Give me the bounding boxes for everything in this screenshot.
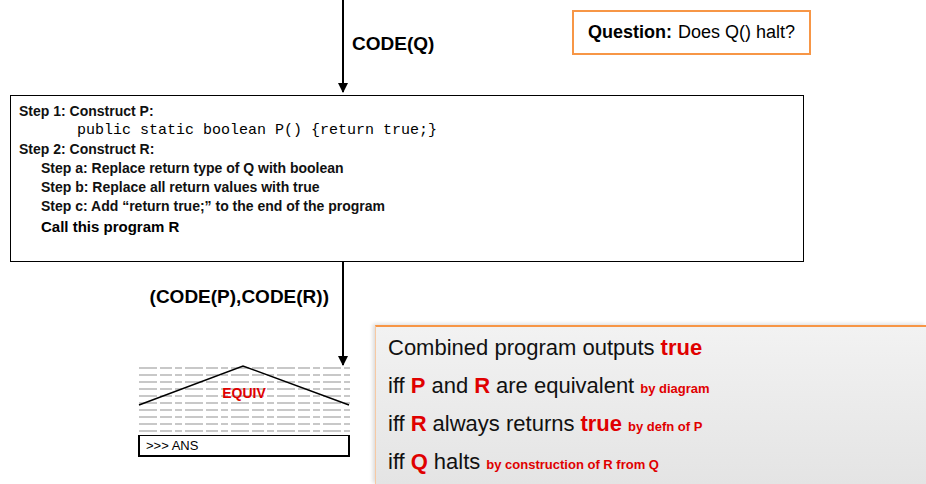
equiv-machine: EQUIV >>> ANS — [138, 365, 350, 457]
code-line: public static boolean P() {return true;} — [19, 121, 795, 140]
machine-triangle — [139, 366, 349, 405]
justification-note: by construction of R from Q — [486, 446, 659, 484]
reasoning-text: iff — [388, 443, 405, 481]
key-term: R — [411, 405, 427, 443]
justification-note: by defn of P — [628, 408, 702, 446]
justification-note: by diagram — [640, 370, 709, 408]
step-result: Call this program R — [19, 216, 795, 237]
reasoning-line: iff PandRare equivalentby diagram — [388, 367, 914, 405]
key-term: Q — [411, 443, 428, 481]
reasoning-text: iff — [388, 367, 405, 405]
step-line: Step 2: Construct R: — [19, 140, 795, 159]
question-heading: Question: — [588, 22, 672, 43]
question-text: Does Q() halt? — [678, 22, 795, 43]
reasoning-text: iff — [388, 405, 405, 443]
reasoning-text: always returns — [433, 405, 575, 443]
answer-box: >>> ANS — [138, 435, 350, 457]
reasoning-text: halts — [434, 443, 480, 481]
key-term: R — [474, 367, 490, 405]
sub-step-line: Step c: Add “return true;” to the end of… — [19, 197, 795, 216]
key-term: P — [411, 367, 426, 405]
reasoning-line: iff Ralways returnstrueby defn of P — [388, 405, 914, 443]
reasoning-text: Combined program outputs — [388, 329, 655, 367]
machine-name: EQUIV — [138, 385, 350, 401]
reasoning-text: are equivalent — [496, 367, 634, 405]
connector-arrow — [342, 262, 344, 365]
answer-output: >>> ANS — [140, 436, 348, 453]
key-term: true — [661, 329, 703, 367]
code-texture — [138, 365, 350, 435]
question-box: Question: Does Q() halt? — [572, 10, 811, 55]
reasoning-text: and — [431, 367, 468, 405]
procedure-box: Step 1: Construct P:public static boolea… — [10, 95, 804, 262]
sub-step-line: Step a: Replace return type of Q with bo… — [19, 159, 795, 178]
input-arrow-line — [342, 0, 344, 92]
signal-label: CODE(Q) — [352, 33, 434, 55]
edge-label: (CODE(P),CODE(R)) — [150, 286, 329, 308]
reasoning-line: iff Qhaltsby construction of R from Q — [388, 443, 914, 481]
sub-step-line: Step b: Replace all return values with t… — [19, 178, 795, 197]
conclusion-panel: Combined program outputstrueiffPandRare … — [375, 325, 926, 484]
reasoning-line: Combined program outputstrue — [388, 329, 914, 367]
key-term: true — [580, 405, 622, 443]
step-line: Step 1: Construct P: — [19, 102, 795, 121]
